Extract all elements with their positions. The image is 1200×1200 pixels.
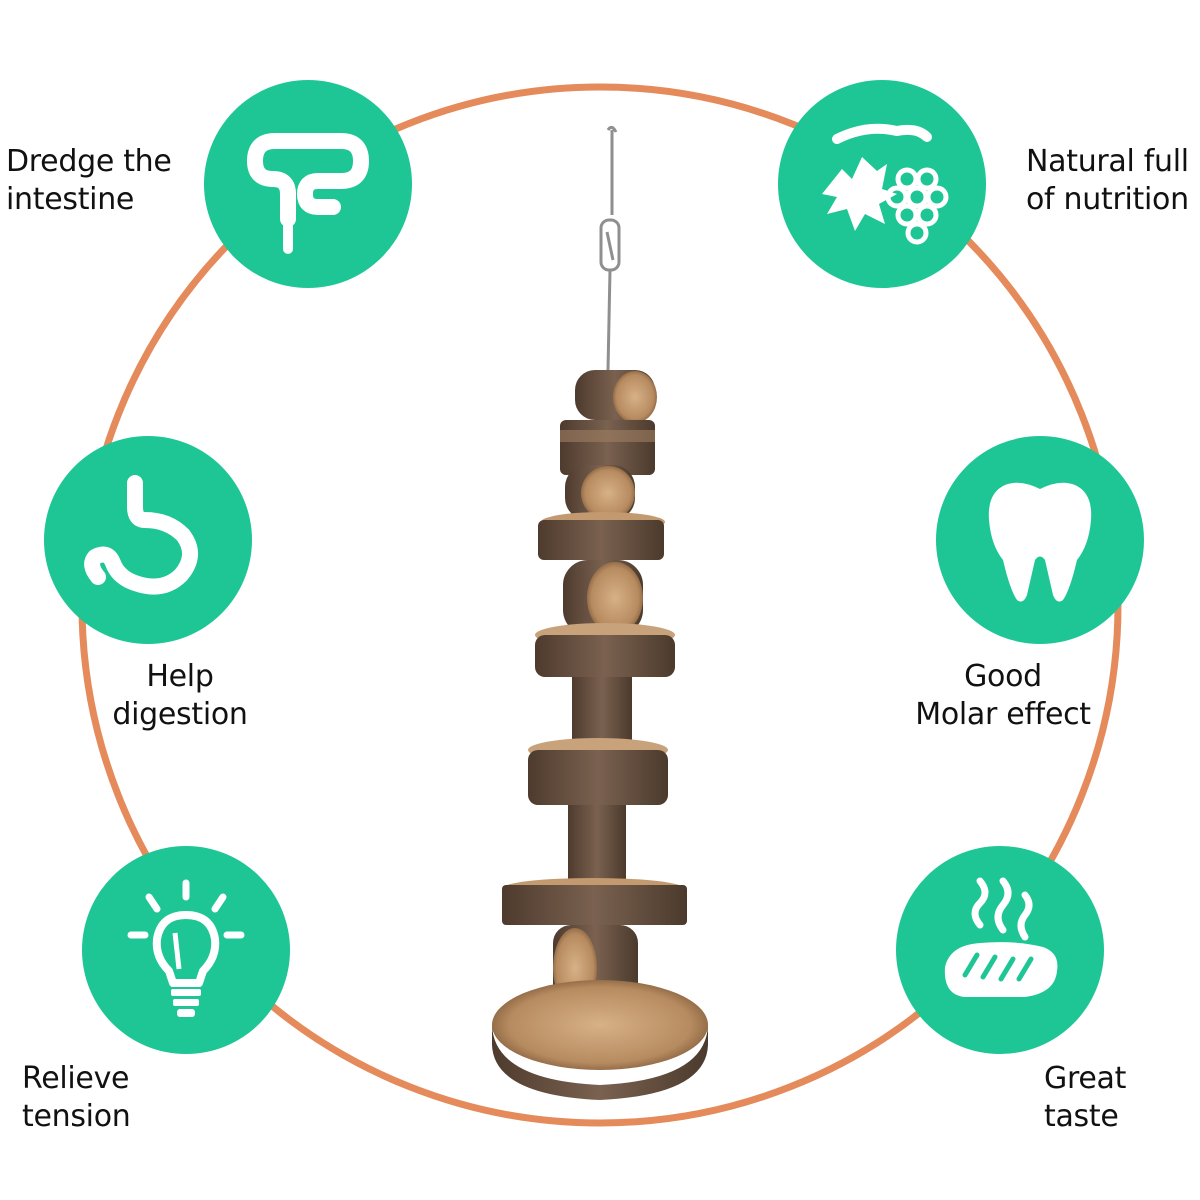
tooth-badge <box>936 436 1144 644</box>
label-line: Great <box>1044 1061 1127 1096</box>
feature-label-nutrition: Natural full of nutrition <box>1026 143 1189 219</box>
lightbulb-icon <box>127 879 245 1017</box>
metal-hook <box>599 125 621 371</box>
lightbulb-badge <box>82 846 290 1054</box>
label-line: intestine <box>6 182 135 217</box>
grape-leaf-icon <box>822 123 949 245</box>
wood-pieces <box>492 370 708 1100</box>
wooden-chew-toy <box>492 125 708 1100</box>
feature-label-taste: Great taste <box>1044 1060 1126 1136</box>
label-line: Relieve <box>22 1061 130 1096</box>
label-line: tension <box>22 1099 131 1134</box>
intestine-badge <box>204 80 412 288</box>
intestine-icon <box>247 133 369 254</box>
nutrition-badge <box>778 80 986 288</box>
label-line: digestion <box>112 697 248 732</box>
stomach-icon <box>84 475 198 595</box>
label-line: Good <box>964 659 1042 694</box>
steak-icon <box>944 877 1058 997</box>
label-line: Dredge the <box>6 144 172 179</box>
steak-badge <box>896 846 1104 1054</box>
feature-label-digestion: Help digestion <box>100 658 260 734</box>
label-line: taste <box>1044 1099 1119 1134</box>
label-line: Natural full <box>1026 144 1189 179</box>
label-line: of nutrition <box>1026 182 1189 217</box>
feature-label-intestine: Dredge the intestine <box>6 143 172 219</box>
feature-label-tension: Relieve tension <box>22 1060 131 1136</box>
tooth-icon <box>988 482 1092 602</box>
label-line: Molar effect <box>915 697 1091 732</box>
feature-label-molar: Good Molar effect <box>898 658 1108 734</box>
stomach-badge <box>44 436 252 644</box>
label-line: Help <box>146 659 214 694</box>
